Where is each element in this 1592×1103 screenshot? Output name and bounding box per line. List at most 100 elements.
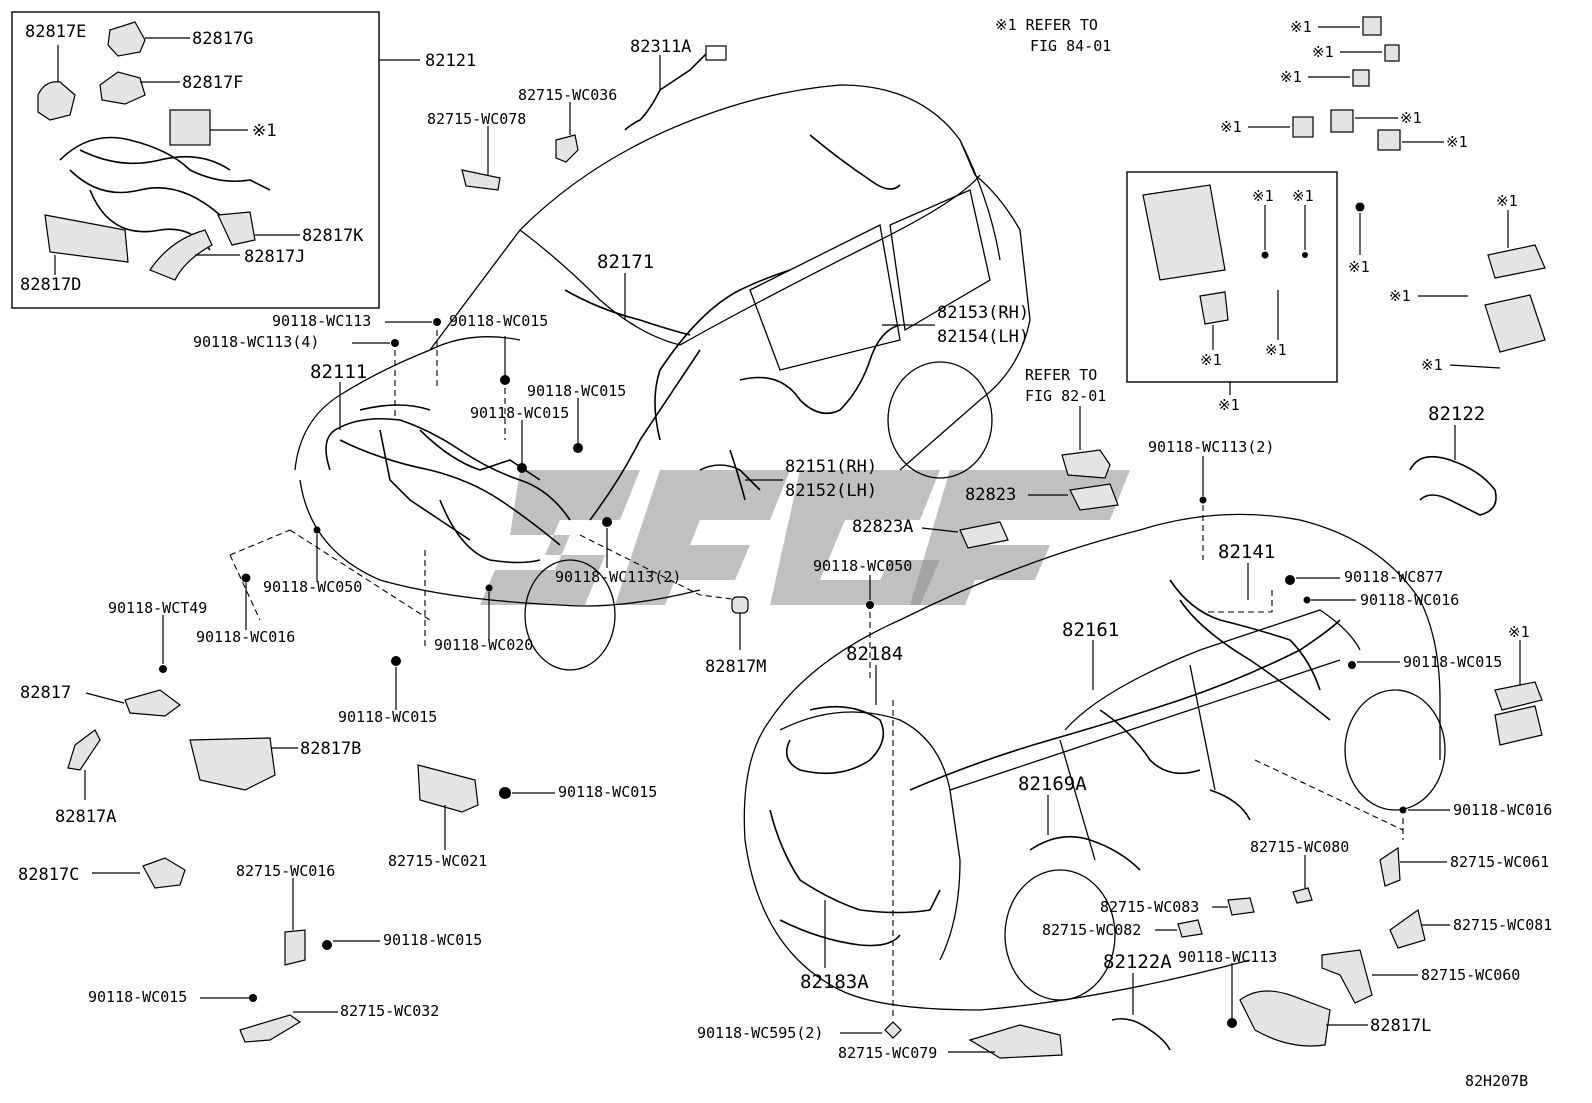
label-90118-WC015-a: 90118-WC015 [449, 312, 548, 330]
harness-82151-82152[interactable] [589, 349, 746, 521]
label-90118-WCT49: 90118-WCT49 [108, 599, 207, 617]
part-82817G[interactable] [107, 21, 190, 57]
label-82817G: 82817G [192, 29, 253, 49]
part-82817E[interactable] [37, 45, 76, 121]
label-82715-WC036: 82715-WC036 [518, 86, 617, 104]
harness-82153-82154[interactable] [654, 269, 901, 491]
part-82817B[interactable] [189, 737, 276, 791]
part-82817K[interactable] [217, 211, 300, 246]
harness-82169A[interactable] [1029, 789, 1251, 871]
part-ref-rear[interactable] [1494, 681, 1543, 746]
label-82715-WC032: 82715-WC032 [340, 1002, 439, 1020]
ref-13: ※1 [1496, 192, 1518, 210]
watermark-logo [480, 470, 1130, 605]
ref-3: ※1 [1280, 68, 1302, 86]
label-82715-WC079: 82715-WC079 [838, 1044, 937, 1062]
label-90118-WC015-d: 90118-WC015 [338, 708, 437, 726]
ref-11: ※1 [1218, 396, 1240, 414]
bracket-82715-WC082[interactable] [1177, 919, 1203, 938]
part-82715-WC032[interactable] [239, 1014, 302, 1043]
part-82817D[interactable] [44, 214, 129, 275]
ref-14: ※1 [1389, 287, 1411, 305]
ref-7: ※1 [1252, 187, 1274, 205]
clip-82715-WC080[interactable] [1292, 887, 1313, 904]
label-90118-WC015-c: 90118-WC015 [470, 404, 569, 422]
label-90118-WC113: 90118-WC113 [272, 312, 371, 330]
label-82141: 82141 [1218, 541, 1275, 563]
junction-block[interactable] [1142, 184, 1229, 325]
label-90118-WC016-a: 90118-WC016 [196, 628, 295, 646]
part-82715-WC016[interactable] [284, 929, 306, 966]
label-82715-WC021: 82715-WC021 [388, 852, 487, 870]
label-82817M: 82817M [705, 657, 766, 677]
harness-82171[interactable] [564, 134, 901, 336]
label-90118-WC015-h: 90118-WC015 [1403, 653, 1502, 671]
inset-box [11, 11, 380, 309]
ref-9: ※1 [1265, 341, 1287, 359]
label-82154: 82154(LH) [937, 327, 1029, 347]
label-82715-WC082: 82715-WC082 [1042, 921, 1141, 939]
sensor-82-01[interactable] [1061, 449, 1111, 479]
ref-8: ※1 [1292, 187, 1314, 205]
label-82715-WC083: 82715-WC083 [1100, 898, 1199, 916]
label-82817: 82817 [20, 683, 71, 703]
bracket-82715-WC060[interactable] [1321, 949, 1373, 1004]
label-90118-WC877: 90118-WC877 [1344, 568, 1443, 586]
harness-82141[interactable] [1169, 579, 1331, 721]
part-82817F[interactable] [99, 71, 180, 105]
harness-82161[interactable] [909, 619, 1341, 791]
bracket-82715-WC079[interactable] [968, 1024, 1063, 1059]
label-82171: 82171 [597, 251, 654, 273]
label-82122A: 82122A [1103, 951, 1172, 973]
label-82817K: 82817K [302, 226, 364, 246]
label-82111: 82111 [310, 361, 367, 383]
harness-82122A[interactable] [1111, 1017, 1171, 1051]
label-82715-WC080: 82715-WC080 [1250, 838, 1349, 856]
label-90118-WC113-2a: 90118-WC113(2) [555, 568, 681, 586]
harness-82122[interactable] [1409, 455, 1497, 516]
label-82715-WC061: 82715-WC061 [1450, 853, 1549, 871]
part-82817A[interactable] [67, 729, 101, 771]
bracket-82715-WC061[interactable] [1379, 846, 1401, 887]
label-90118-WC595: 90118-WC595(2) [697, 1024, 823, 1042]
label-82153: 82153(RH) [937, 303, 1029, 323]
bracket-82715-WC081[interactable] [1389, 908, 1426, 949]
rear-vehicle-outline [743, 513, 1446, 1011]
harness-82183A[interactable] [769, 809, 941, 947]
ref-4: ※1 [1220, 118, 1242, 136]
part-82823A[interactable] [959, 521, 1009, 549]
label-90118-WC015-e: 90118-WC015 [558, 783, 657, 801]
label-82817C: 82817C [18, 865, 79, 885]
bracket-82715-WC083[interactable] [1227, 897, 1255, 916]
label-90118-WC015-g: 90118-WC015 [88, 988, 187, 1006]
label-82184: 82184 [846, 643, 903, 665]
label-82122: 82122 [1428, 403, 1485, 425]
refer-note-line2: FIG 84-01 [1030, 37, 1111, 55]
part-ecu-box-inset[interactable] [169, 109, 248, 146]
ref-12: ※1 [1348, 258, 1370, 276]
part-82817[interactable] [124, 689, 182, 717]
part-82715-WC021[interactable] [417, 764, 479, 813]
part-82817L[interactable] [1239, 990, 1331, 1047]
fuse-block[interactable] [1484, 244, 1546, 353]
label-82823A: 82823A [852, 517, 913, 537]
label-82817D: 82817D [20, 275, 81, 295]
refer-note2-line1: REFER TO [1025, 366, 1097, 384]
part-82817C[interactable] [142, 857, 186, 889]
label-90118-WC015-b: 90118-WC015 [527, 382, 626, 400]
harness-82184[interactable] [785, 705, 885, 775]
diagram-code: 82H207B [1465, 1072, 1528, 1090]
label-90118-WC020: 90118-WC020 [434, 636, 533, 654]
label-82151: 82151(RH) [785, 457, 877, 477]
label-90118-WC050-b: 90118-WC050 [813, 557, 912, 575]
part-82817J[interactable] [149, 229, 240, 281]
label-82169A: 82169A [1018, 773, 1087, 795]
harness-82111[interactable] [325, 404, 571, 564]
label-82817A: 82817A [55, 807, 116, 827]
label-82311A: 82311A [630, 37, 691, 57]
part-82823[interactable] [1069, 483, 1119, 511]
label-82715-WC060: 82715-WC060 [1421, 966, 1520, 984]
relay-group[interactable] [1292, 16, 1401, 151]
front-vehicle-outline [294, 84, 1031, 671]
label-82183A: 82183A [800, 971, 869, 993]
